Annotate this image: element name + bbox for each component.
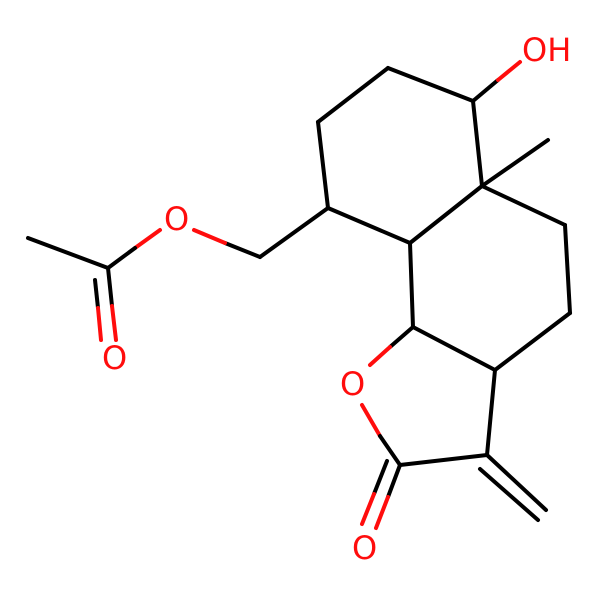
bond-c3a-c9b — [411, 325, 497, 372]
bond-c3a-c3 — [485, 368, 497, 457]
carbon-bonds — [26, 66, 572, 522]
ester-oxygen-label: O — [164, 200, 189, 238]
bond-c5-c4 — [563, 223, 572, 315]
bond-c9b-o1-c — [388, 325, 415, 349]
hydroxyl-label: OH — [522, 31, 571, 69]
bond-c5a-c6 — [471, 99, 484, 188]
bond-o1-c2-o — [360, 403, 382, 438]
bond-c3-ch2-b — [478, 467, 540, 522]
bond-cacyl-o-a-c — [106, 266, 114, 308]
bond-cacyl-o-b-o — [96, 306, 103, 342]
bond-ch2-oester-o — [192, 228, 227, 245]
lactone-ring-oxygen-label: O — [340, 365, 365, 403]
bond-c6-oh-o — [496, 60, 522, 82]
bond-c4-c3a — [493, 311, 572, 372]
bond-c9b-c9a — [408, 241, 415, 329]
lactone-carbonyl-oxygen-label: O — [352, 529, 377, 567]
oxygen-bonds — [93, 60, 522, 530]
bond-c8-c9 — [316, 120, 330, 210]
bond-ch2-oester-c — [223, 241, 262, 259]
bond-c3-c2 — [398, 453, 489, 467]
bond-c5a-c5 — [480, 184, 567, 227]
bond-c5a-methyl — [480, 138, 550, 188]
bond-c2-o-b-c — [372, 459, 389, 496]
bond-oester-cacyl-o — [133, 228, 162, 250]
bond-c2-o-a-o — [374, 495, 390, 530]
atom-labels: OH O O O O — [102, 31, 571, 567]
bond-cacyl-o-b-c — [93, 278, 100, 310]
bond-cacyl-o-a-o — [110, 304, 118, 342]
bond-c7-c8 — [316, 66, 390, 124]
bond-c2-o-a-c — [386, 463, 402, 499]
bond-c2-o-b-o — [360, 492, 376, 526]
bond-c9a-c5a — [408, 184, 484, 245]
bond-c6-c7 — [386, 66, 475, 103]
bond-oester-cacyl-c — [106, 246, 137, 270]
bond-c9-c9a — [326, 206, 412, 245]
bond-c6-oh-c — [471, 78, 500, 103]
acetate-carbonyl-oxygen-label: O — [102, 339, 127, 377]
bond-o1-c2-c — [378, 434, 402, 467]
bond-c9b-o1-o — [368, 345, 392, 367]
bond-acetyl-methyl — [26, 236, 110, 270]
bond-c9-ch2 — [258, 206, 330, 259]
bond-c3-ch2-a — [485, 453, 548, 512]
